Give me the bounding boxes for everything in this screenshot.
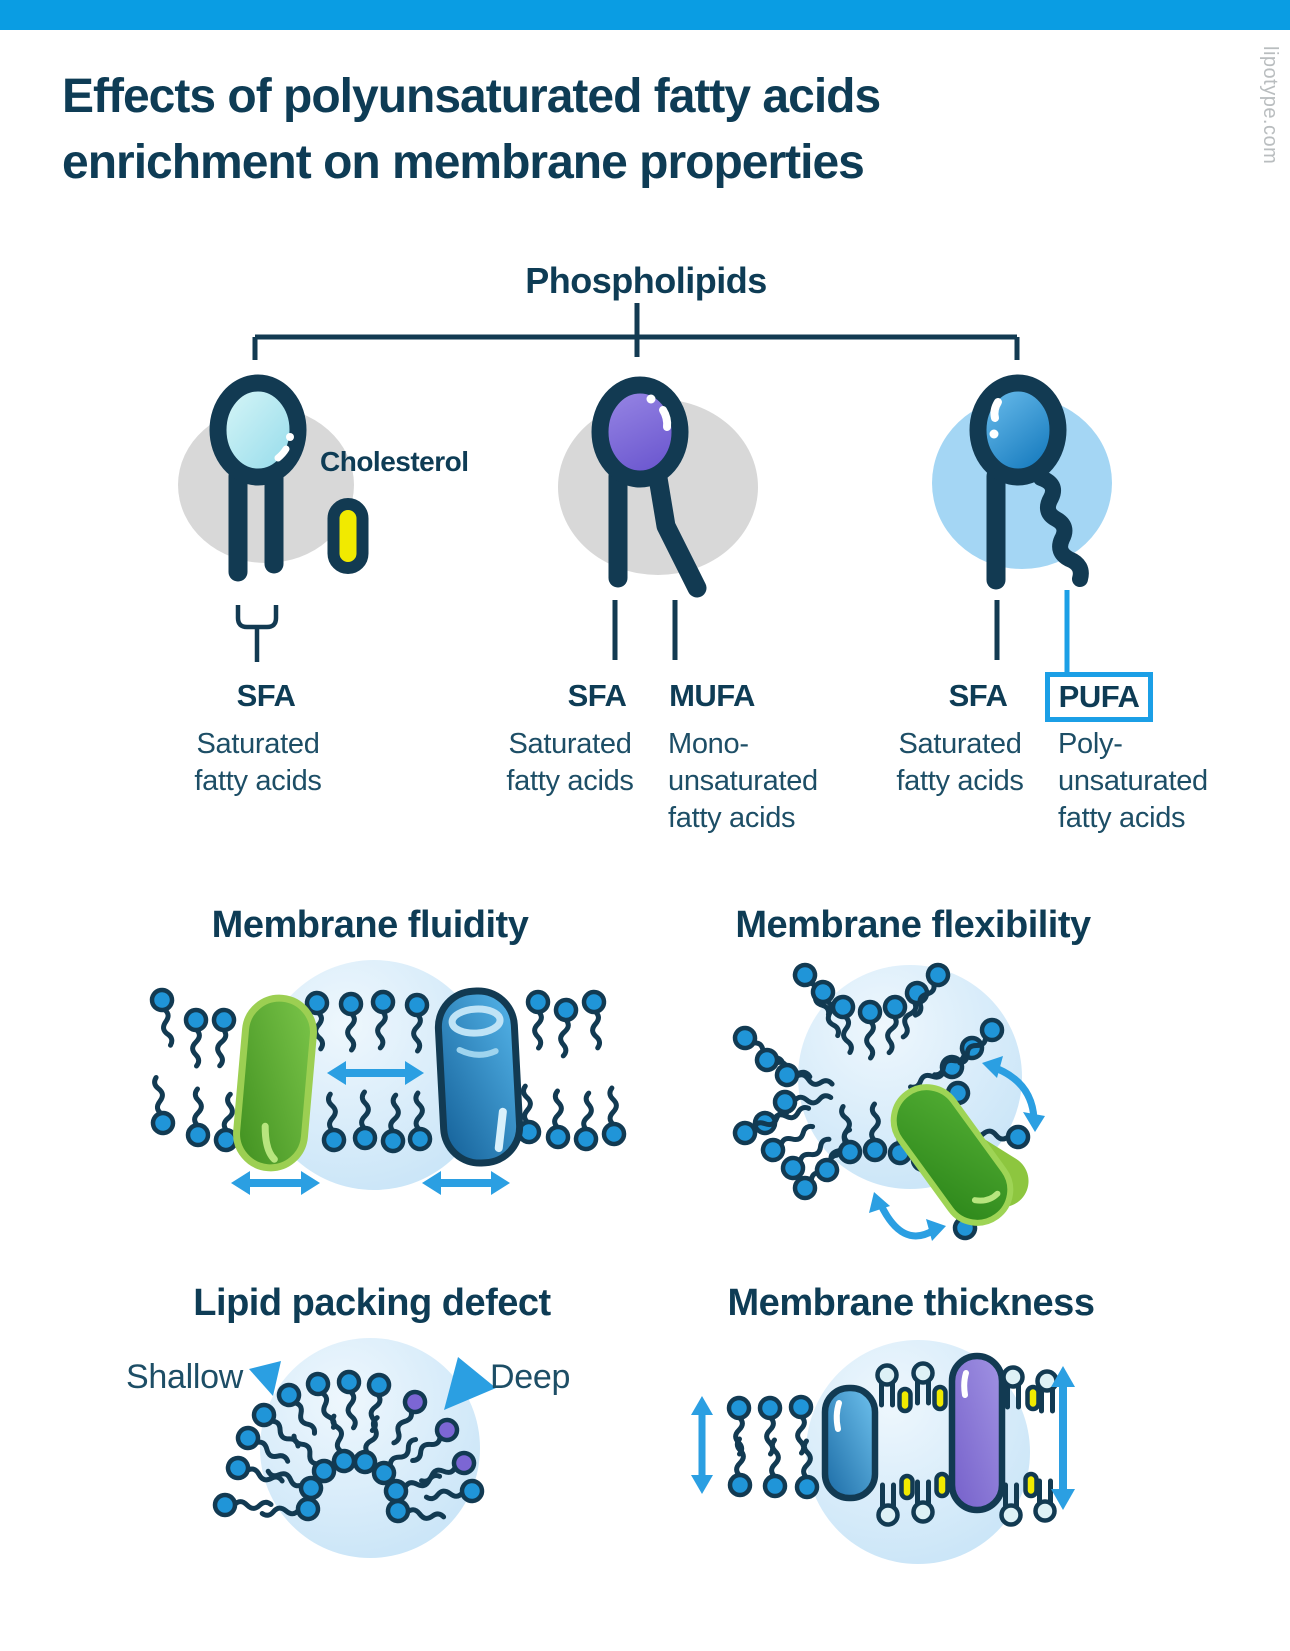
sfa-description-3: Saturated fatty acids bbox=[896, 728, 1024, 797]
polyunsaturated-tail bbox=[1033, 470, 1089, 587]
mufa-label: MUFA bbox=[669, 678, 755, 713]
purple-protein-icon bbox=[948, 1352, 1006, 1514]
thickness-arrows bbox=[691, 1366, 1075, 1510]
sfa-label-3: SFA bbox=[948, 678, 1008, 713]
head-highlight-dot bbox=[646, 394, 656, 404]
top-accent-bar bbox=[0, 0, 1290, 30]
cholesterol-label: Cholesterol bbox=[320, 446, 469, 477]
cholesterol-icon bbox=[327, 498, 369, 574]
sfa-description-2: Saturated fatty acids bbox=[506, 728, 634, 797]
tree-connector-lines bbox=[252, 303, 1020, 360]
membrane-fluidity-illustration bbox=[147, 960, 625, 1195]
pufa-description: Poly- unsaturated fatty acids bbox=[1058, 728, 1208, 834]
phospholipids-label: Phospholipids bbox=[525, 260, 767, 301]
lipid-head bbox=[591, 376, 689, 488]
panel-title-flexibility: Membrane flexibility bbox=[735, 904, 1091, 946]
green-protein-icon bbox=[890, 1084, 1029, 1226]
head-highlight-dot bbox=[286, 433, 294, 441]
label-connector-lines bbox=[235, 590, 1070, 674]
head-highlight bbox=[659, 406, 672, 431]
sfa-description-1: Saturated fatty acids bbox=[194, 728, 322, 797]
membrane-flexibility-illustration bbox=[731, 961, 1045, 1241]
lipid-sfa-figure bbox=[178, 374, 369, 582]
lipid-head bbox=[969, 374, 1067, 486]
deep-pointer-icon bbox=[444, 1357, 496, 1410]
head-highlight-dot bbox=[989, 429, 999, 439]
pufa-label: PUFA bbox=[1058, 679, 1140, 714]
monounsaturated-tail bbox=[648, 468, 707, 598]
thin-membrane-lipids bbox=[729, 1397, 817, 1497]
mufa-description: Mono- unsaturated fatty acids bbox=[668, 728, 818, 834]
lateral-motion-arrows bbox=[231, 1061, 510, 1195]
blue-protein-icon bbox=[434, 987, 524, 1167]
head-highlight bbox=[274, 445, 290, 462]
sfa-label-1: SFA bbox=[236, 678, 296, 713]
panel-backdrop-circle bbox=[260, 1338, 480, 1558]
deep-label: Deep bbox=[490, 1358, 571, 1396]
page-title: Effects of polyunsaturated fatty acids e… bbox=[62, 70, 881, 189]
blue-protein-icon bbox=[821, 1384, 879, 1502]
panel-title-thickness: Membrane thickness bbox=[727, 1282, 1095, 1324]
saturated-tails bbox=[228, 466, 284, 582]
bending-arrows bbox=[869, 1056, 1045, 1241]
panel-title-fluidity: Membrane fluidity bbox=[211, 904, 529, 946]
lipid-head bbox=[209, 374, 307, 486]
membrane-thickness-illustration bbox=[691, 1340, 1075, 1564]
shallow-pointer-icon bbox=[249, 1361, 281, 1396]
shallow-label: Shallow bbox=[126, 1358, 243, 1396]
pufa-label-box: PUFA bbox=[1045, 672, 1153, 722]
head-highlight bbox=[990, 398, 1002, 422]
panel-title-packing-defect: Lipid packing defect bbox=[193, 1282, 551, 1324]
lipid-sfa-pufa-figure bbox=[932, 374, 1112, 590]
green-protein-icon bbox=[233, 994, 317, 1172]
sfa-label-2: SFA bbox=[567, 678, 627, 713]
lipid-sfa-mufa-figure bbox=[558, 376, 758, 598]
lipid-packing-defect-illustration bbox=[215, 1338, 496, 1558]
